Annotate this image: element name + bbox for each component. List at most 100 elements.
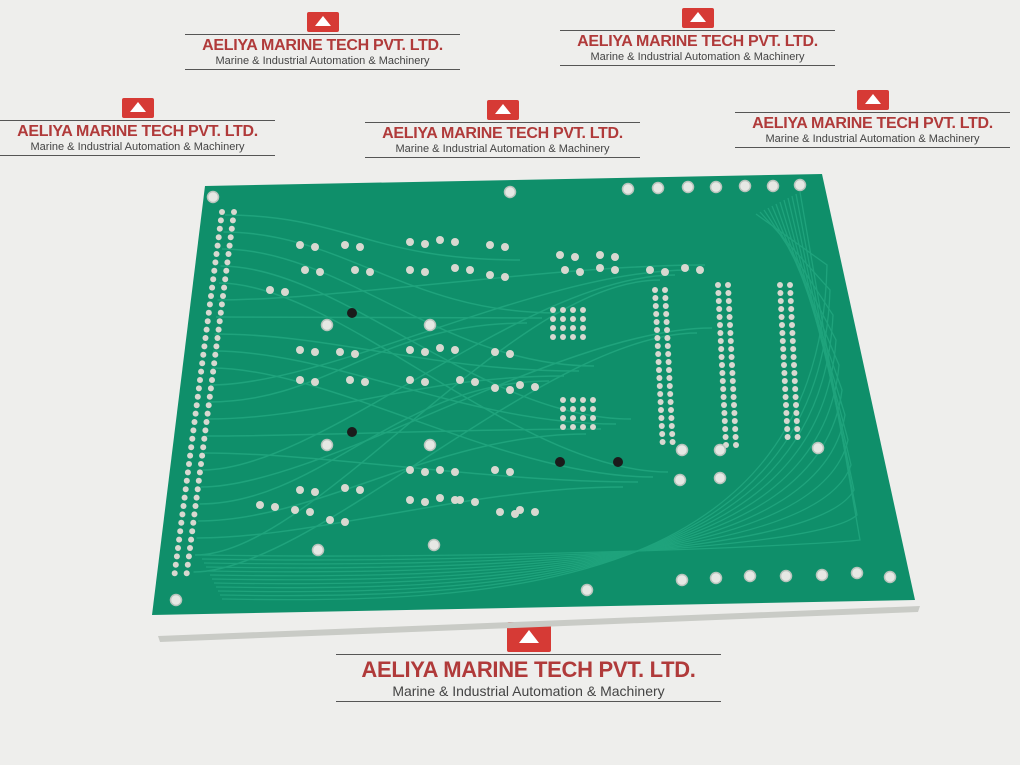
mounting-hole [709,180,723,194]
component-pad [611,266,619,274]
connector-pad [177,528,184,535]
ic-pad [719,378,726,384]
ic-pad [792,394,799,400]
ic-pad [653,311,660,317]
ic-pad [652,287,658,293]
connector-pad [213,251,220,257]
ic-pad [668,423,675,429]
connector-pad [187,545,193,551]
ic-pad [780,346,787,352]
ic-pad [777,282,783,288]
ic-pad [729,370,736,376]
copper-traces [193,191,861,601]
watermark-logo-icon [856,90,889,110]
component-pad [451,264,459,272]
ic-pad [570,307,576,313]
ic-pad [580,307,586,313]
trace [194,279,661,556]
component-pad [471,498,479,506]
ic-pad [590,406,596,412]
ic-pad [733,442,739,448]
ic-pad [656,375,663,381]
connector-pad [222,276,229,283]
component-pad [486,271,494,279]
connector-pad [209,377,215,383]
component-pad [436,494,444,502]
ic-pad [659,439,666,445]
ic-pad [779,330,786,336]
connector-pad [180,503,187,509]
trace [221,213,828,601]
ic-pad [664,335,671,341]
component-pad [491,348,499,356]
connector-pad [200,351,207,358]
ic-pad [781,378,788,384]
component-pad [596,251,604,259]
ic-pad [560,334,566,340]
ic-pad [725,282,731,288]
ic-pad [730,386,737,392]
ic-pad [580,316,586,322]
connector-pad [210,368,217,375]
ic-pad [580,397,586,403]
component-pad [356,243,364,251]
ic-pad [781,370,788,376]
watermark-logo-icon [121,98,154,118]
connector-pad [197,377,203,383]
connector-pad [183,477,190,484]
ic-pad [667,399,674,405]
component-pad [576,268,584,276]
connector-pad [201,343,208,350]
component-pad [516,381,524,389]
ic-pad [789,338,796,344]
ic-pad [550,316,556,322]
connector-pad [211,360,218,367]
connector-pad [184,469,191,476]
component-pad [456,496,464,504]
mounting-hole [743,569,757,583]
mounting-hole [713,443,727,457]
connector-pad [218,301,225,308]
ic-pad [715,298,722,304]
connector-pad [173,553,180,560]
component-pad [406,496,414,504]
ic-pad [664,343,671,349]
ic-pad [787,282,793,288]
ic-pad [550,307,556,313]
component-pad [316,268,324,276]
trace [221,248,595,367]
mounting-hole [423,318,437,332]
ic-pad [727,322,733,328]
component-pad [561,266,569,274]
component-pad [296,486,304,494]
ic-pad [719,362,725,368]
component-pad [436,466,444,474]
ic-pad [727,330,734,336]
ic-pad [570,325,576,331]
component-pad [596,264,604,272]
connector-pad [193,494,200,501]
component-pad [346,376,354,384]
ic-pad [722,434,729,440]
ic-pad [560,424,566,430]
component-pad [506,386,514,394]
ic-pad [570,406,576,412]
component-pad [341,484,349,492]
connector-pad [225,251,232,257]
watermark-logo-icon [486,100,519,120]
trace [211,367,654,478]
ic-pad [669,431,676,437]
connector-pad [190,427,197,434]
connector-pad [204,410,211,417]
component-pad [406,466,414,474]
component-pad [266,286,274,294]
connector-pad [221,284,228,291]
component-pad [491,384,499,392]
ic-pad [653,319,660,325]
through-hole [613,457,623,467]
ic-pad [782,394,789,400]
ic-pad [665,351,672,357]
mounting-hole [311,543,325,557]
ic-pad [729,378,736,384]
